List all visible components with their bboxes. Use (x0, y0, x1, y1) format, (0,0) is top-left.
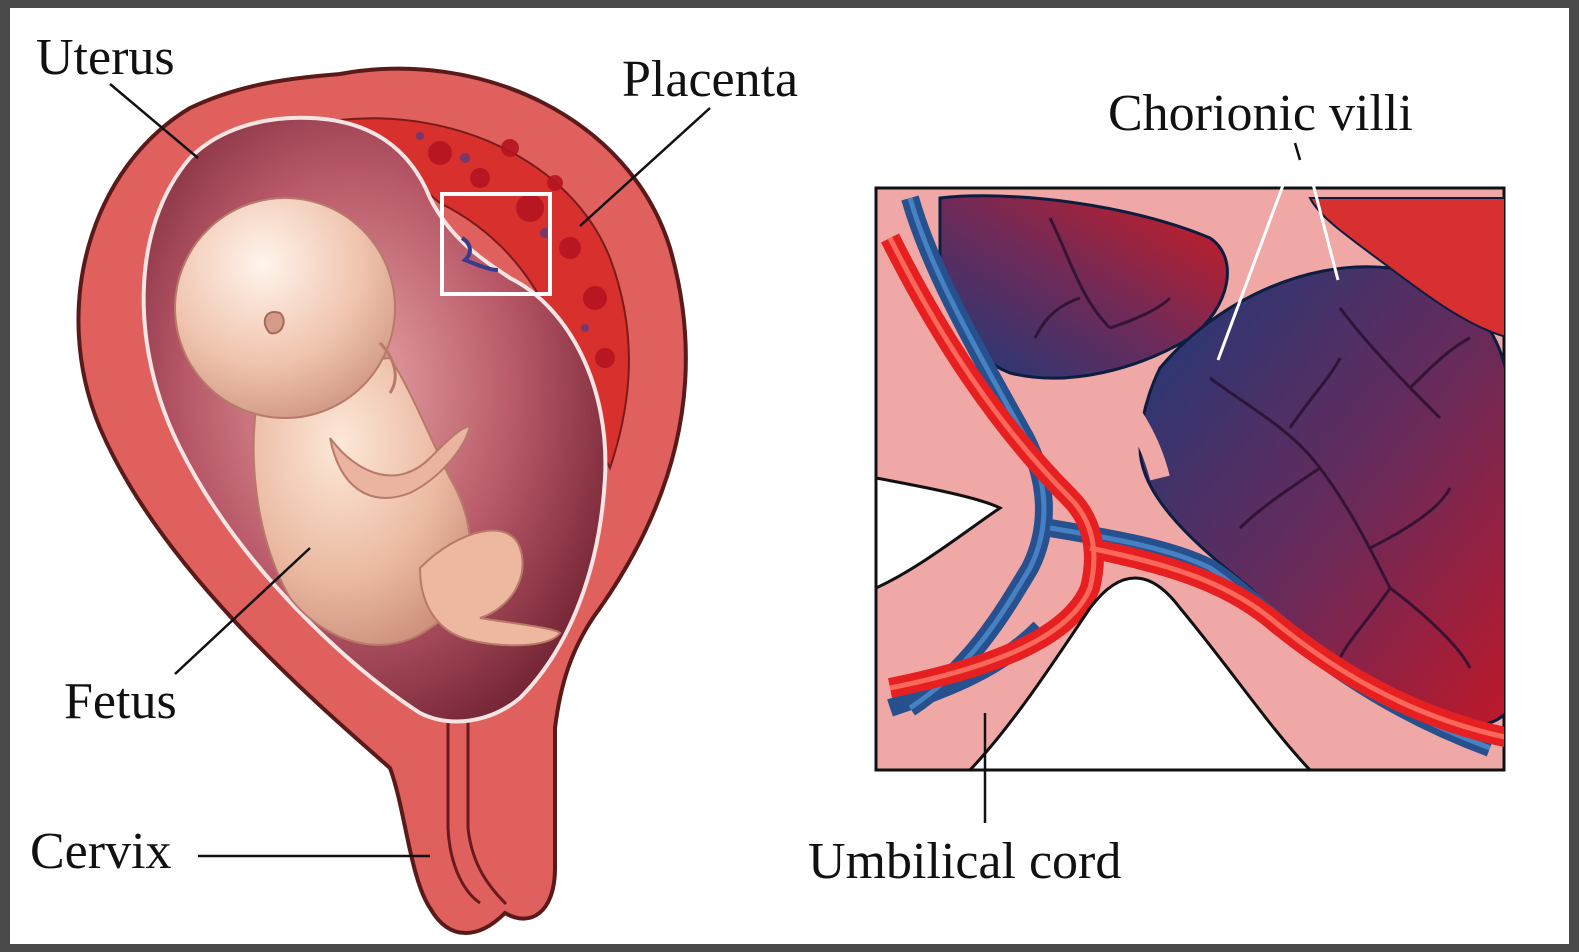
chorionic-villi-label: Chorionic villi (1108, 88, 1413, 140)
cervix-label: Cervix (30, 826, 172, 878)
uterus-label: Uterus (36, 32, 175, 84)
uterus-illustration (78, 69, 685, 933)
illustration-canvas: Uterus Placenta Chorionic villi Fetus Ce… (10, 8, 1569, 944)
umbilical-cord-label: Umbilical cord (808, 836, 1121, 888)
placenta-detail-inset (876, 188, 1510, 770)
anatomy-artwork (10, 8, 1569, 944)
chorionic-villi-leader-top (1295, 143, 1300, 160)
fetus-label: Fetus (64, 676, 177, 728)
placenta-label: Placenta (622, 54, 798, 106)
